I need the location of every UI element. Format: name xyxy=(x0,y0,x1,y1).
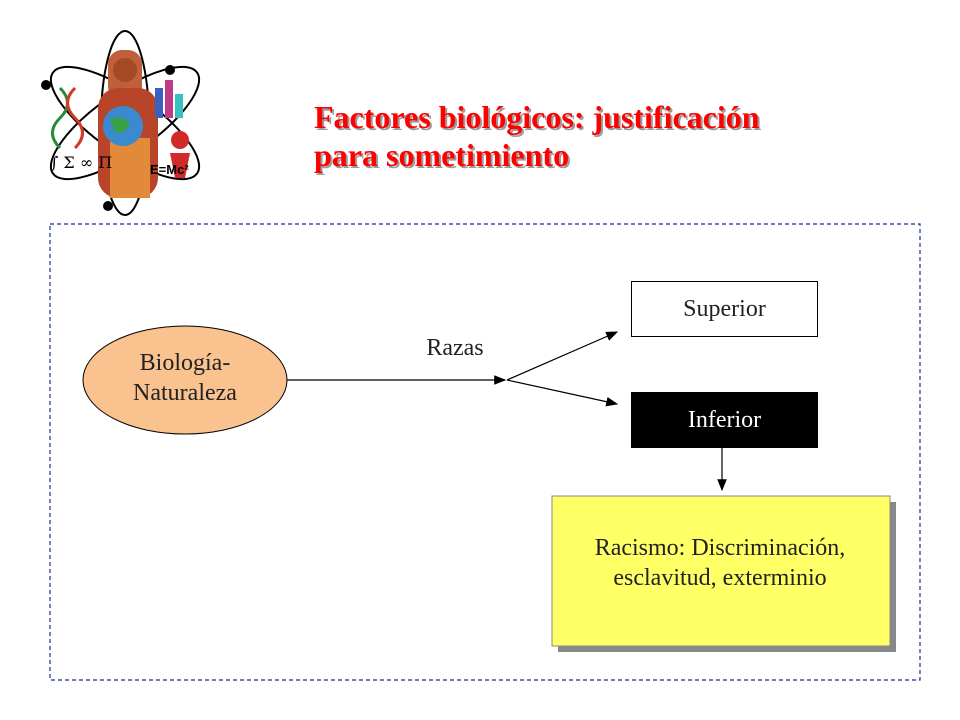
biology-label-line-1: Biología- xyxy=(139,350,231,376)
outcome-box xyxy=(551,495,891,647)
arrow-to-superior xyxy=(506,331,619,381)
inferior-box: Inferior xyxy=(631,392,818,448)
slide-title: Factores biológicos: justificación para … xyxy=(314,98,760,174)
dashed-frame xyxy=(49,223,921,681)
formula-text: E=Mc² xyxy=(150,162,189,177)
math-symbols: ∫ Σ ∞ Π xyxy=(50,153,112,172)
title-line-2: para sometimiento xyxy=(314,137,570,173)
racism-label-line-1: Racismo: Discriminación, xyxy=(594,535,846,561)
arrow-to-inferior xyxy=(506,379,619,407)
biology-label-line-2: Naturaleza xyxy=(133,380,237,406)
superior-box: Superior xyxy=(631,281,818,337)
racism-outcome-label: Racismo: Discriminación, esclavitud, ext… xyxy=(540,533,900,593)
biology-nature-label: Biología- Naturaleza xyxy=(80,348,290,408)
racism-label-line-2: esclavitud, exterminio xyxy=(613,565,827,591)
title-line-1: Factores biológicos: justificación xyxy=(314,99,760,135)
institution-logo: ∫ Σ ∞ Π E=Mc² xyxy=(41,30,201,216)
razas-label: Razas xyxy=(426,335,484,361)
